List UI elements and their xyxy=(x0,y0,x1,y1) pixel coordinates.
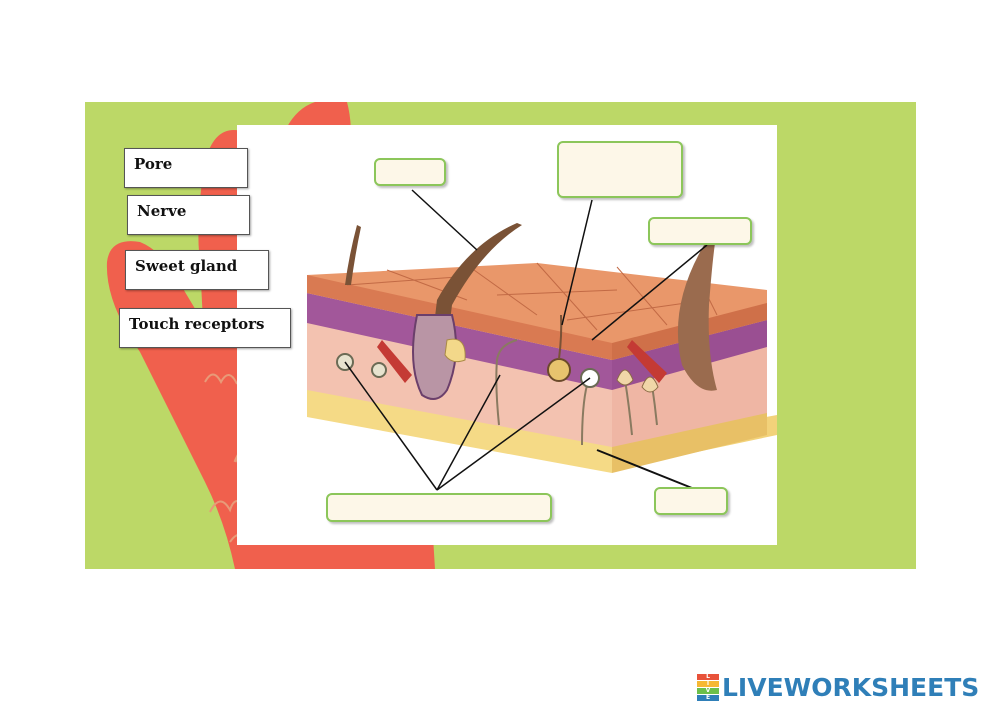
leader-line-receptor-2 xyxy=(436,374,501,491)
answer-box-hair[interactable] xyxy=(374,158,446,186)
word-card-pore[interactable]: Pore xyxy=(124,148,248,188)
hair-left xyxy=(345,225,361,285)
touch-receptor-2 xyxy=(371,362,387,378)
answer-box-pore[interactable] xyxy=(648,217,752,245)
logo-icon: L I V E xyxy=(697,674,719,701)
logo-letter-v: V xyxy=(697,688,719,694)
leader-line-hair xyxy=(411,189,478,251)
arrector-muscle-right xyxy=(627,340,667,383)
leader-line-fat xyxy=(596,449,698,491)
touch-receptor-5 xyxy=(641,376,659,393)
arrector-muscle-left xyxy=(377,340,412,383)
sweat-duct xyxy=(558,314,563,360)
sebaceous-gland xyxy=(444,338,466,363)
answer-box-sweat-gland[interactable] xyxy=(557,141,683,198)
touch-receptor-4 xyxy=(616,369,634,386)
leader-line-pore xyxy=(591,244,708,341)
answer-box-touch-receptors[interactable] xyxy=(326,493,552,522)
word-card-nerve[interactable]: Nerve xyxy=(127,195,250,235)
logo-text: LIVEWORKSHEETS xyxy=(722,672,980,702)
leader-line-sweat-gland xyxy=(561,199,593,326)
logo-letter-i: I xyxy=(697,681,719,687)
hair-right xyxy=(677,240,717,391)
liveworksheets-logo: L I V E LIVEWORKSHEETS xyxy=(697,672,979,702)
logo-letter-e: E xyxy=(697,695,719,701)
word-card-touch-receptors[interactable]: Touch receptors xyxy=(119,308,291,348)
word-card-sweat-gland[interactable]: Sweet gland xyxy=(125,250,269,290)
logo-letter-l: L xyxy=(697,674,719,680)
answer-box-fat[interactable] xyxy=(654,487,728,515)
leader-line-receptor-1 xyxy=(344,361,438,491)
leader-line-receptor-3 xyxy=(436,377,591,491)
sweat-gland-coil xyxy=(547,358,571,382)
nerve-fibre xyxy=(495,339,518,426)
skin-cross-section-diagram xyxy=(307,189,777,491)
